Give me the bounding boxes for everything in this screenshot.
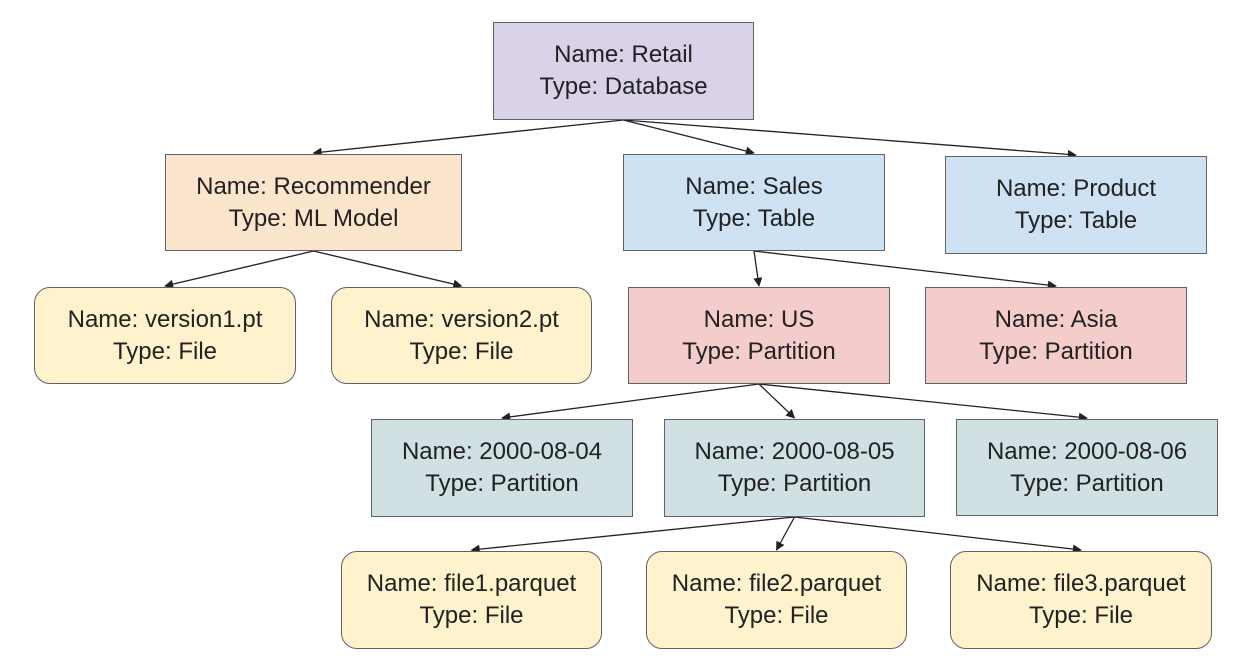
node-name: Name: version1.pt	[67, 305, 263, 333]
node-name: Name: Asia	[994, 305, 1118, 333]
edge-sales-to-us	[753, 250, 763, 287]
node-sales: Name: Sales Type: Table	[623, 154, 885, 251]
node-type: Type: Table	[1014, 207, 1138, 234]
edge-d0805-to-file1	[470, 516, 795, 554]
node-type: Type: File	[419, 602, 524, 629]
edge-us-to-d0805	[758, 383, 796, 419]
node-asia: Name: Asia Type: Partition	[925, 287, 1187, 384]
node-name: Name: Retail	[554, 41, 693, 68]
node-name: Name: file2.parquet	[671, 570, 882, 597]
node-type: Type: Partition	[425, 470, 579, 497]
edge-recommender-to-version2	[313, 250, 463, 289]
node-version1: Name: version1.pt Type: File	[34, 287, 296, 384]
node-name: Name: version2.pt	[364, 305, 559, 333]
node-name: Name: Product	[995, 175, 1157, 202]
node-file3: Name: file3.parquet Type: File	[950, 551, 1212, 649]
node-type: Type: Table	[692, 204, 816, 232]
edge-d0805-to-file2	[775, 516, 796, 551]
node-type: Type: ML Model	[228, 204, 399, 232]
node-version2: Name: version2.pt Type: File	[331, 287, 592, 384]
node-type: Type: File	[724, 602, 829, 629]
node-name: Name: Recommender	[196, 172, 431, 200]
edge-d0805-to-file3	[794, 516, 1082, 554]
edge-retail-to-recommender	[312, 119, 624, 157]
node-type: Type: Partition	[682, 337, 836, 365]
node-2000-08-05: Name: 2000-08-05 Type: Partition	[664, 419, 925, 517]
node-type: Type: Partition	[717, 470, 872, 497]
node-name: Name: file1.parquet	[366, 570, 577, 597]
node-2000-08-04: Name: 2000-08-04 Type: Partition	[371, 419, 633, 517]
node-file1: Name: file1.parquet Type: File	[341, 551, 602, 649]
edge-us-to-d0804	[501, 383, 760, 422]
node-us: Name: US Type: Partition	[628, 287, 890, 384]
node-name: Name: 2000-08-05	[694, 438, 895, 465]
edge-retail-to-sales	[623, 119, 755, 156]
node-file2: Name: file2.parquet Type: File	[646, 551, 907, 649]
node-product: Name: Product Type: Table	[945, 156, 1207, 254]
edge-retail-to-product	[623, 119, 1077, 159]
node-retail: Name: Retail Type: Database	[493, 22, 754, 120]
node-name: Name: 2000-08-06	[986, 437, 1188, 465]
node-recommender: Name: Recommender Type: ML Model	[165, 154, 462, 251]
node-type: Type: Partition	[979, 337, 1133, 365]
node-name: Name: file3.parquet	[976, 570, 1186, 597]
node-name: Name: US	[703, 305, 815, 333]
node-type: Type: File	[409, 337, 514, 365]
edge-sales-to-asia	[753, 250, 1057, 290]
node-type: Type: File	[1028, 602, 1134, 629]
node-2000-08-06: Name: 2000-08-06 Type: Partition	[956, 419, 1218, 516]
edge-recommender-to-version1	[164, 250, 314, 289]
node-type: Type: File	[112, 337, 218, 365]
node-type: Type: Database	[539, 73, 708, 100]
node-name: Name: Sales	[685, 172, 823, 200]
node-type: Type: Partition	[1010, 469, 1164, 497]
edge-us-to-d0806	[758, 383, 1088, 422]
node-name: Name: 2000-08-04	[401, 438, 603, 465]
